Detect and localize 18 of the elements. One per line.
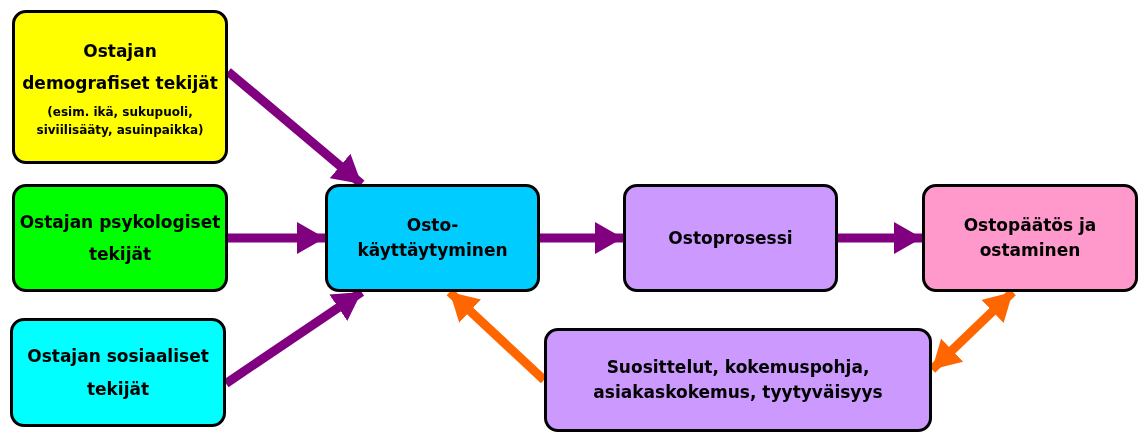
process-box <box>623 184 838 292</box>
process-box <box>12 184 228 292</box>
process-box <box>325 184 540 292</box>
node-title: Ostoprosessi <box>668 226 793 250</box>
process-box <box>12 10 228 164</box>
node-note: (esim. ikä, sukupuoli, siviilisääty, asuinpaikka) <box>35 104 205 140</box>
node-title: Suosittelut, kokemuspohja, asiakaskokemus, tyytyväisyys <box>592 356 884 404</box>
process-box <box>10 318 226 427</box>
node-title: Ostajan psykologiset tekijät <box>19 210 221 266</box>
node-title: Ostopäätös ja ostaminen <box>962 214 1098 262</box>
arrow <box>540 222 623 254</box>
process-box <box>922 184 1138 292</box>
node-title: Osto- käyttäytyminen <box>356 214 509 262</box>
arrow <box>228 222 325 254</box>
process-box <box>544 328 932 432</box>
node-title: Ostajan demografiset tekijät <box>21 39 219 95</box>
arrow <box>838 222 922 254</box>
node-title: Ostajan sosiaaliset tekijät <box>26 345 210 401</box>
